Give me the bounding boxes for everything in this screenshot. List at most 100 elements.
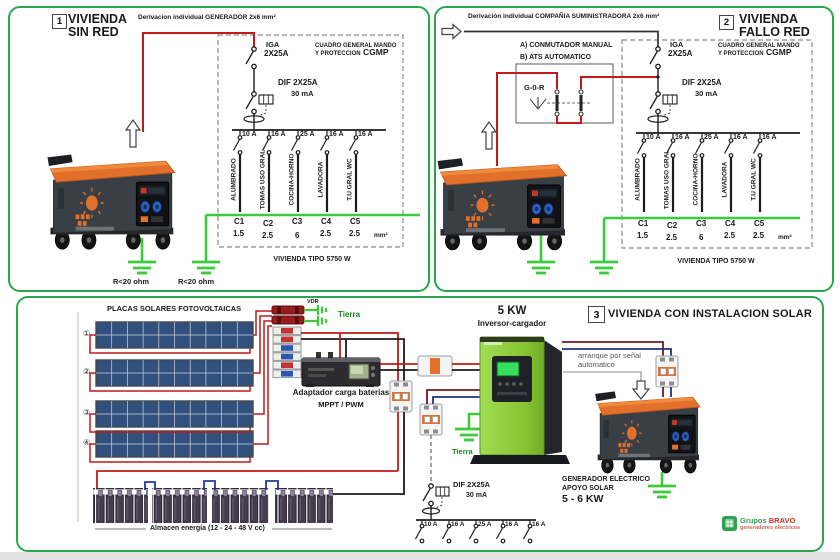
panel2-iga-rating: 2X25A — [668, 49, 693, 58]
panel2-breaker-3: 25 A — [704, 134, 719, 141]
panel1-earth-left: R<20 ohm — [113, 277, 150, 286]
panel1-circuit-id-2: C2 — [263, 219, 274, 228]
earth-inverter-label: Tierra — [452, 447, 473, 456]
generator3-line2: APOYO SOLAR — [562, 485, 614, 492]
panel2-house-rating: VIVIENDA TIPO 5750 W — [677, 258, 755, 265]
pv-string-1 — [95, 321, 254, 349]
panel1-dif-label: DIF 2X25A — [278, 78, 318, 87]
panel1-breaker-4: 16 A — [329, 131, 344, 138]
dc-fuses — [271, 305, 305, 379]
generator-1 — [46, 153, 176, 250]
panel1-circuit-id-3: C3 — [292, 217, 303, 226]
panel2-circuit-id-2: C2 — [667, 221, 678, 230]
panel1-section-3: 6 — [295, 231, 300, 240]
panel1-circuit-id-5: C5 — [350, 217, 361, 226]
panel2-breaker-2: 16 A — [675, 134, 690, 141]
panel1-feed-label: Derivacion individual GENERADOR 2x6 mm² — [138, 14, 276, 21]
pv-string-4 — [95, 430, 254, 458]
panel2-circuit-name-5: T.U GRAL WC — [750, 158, 758, 201]
panel2-section-1: 1.5 — [637, 231, 649, 240]
battery-bank — [93, 480, 333, 530]
pv-string-wires — [89, 310, 272, 463]
page-bottom-edge — [0, 552, 840, 560]
generator-feed-wires — [496, 72, 658, 166]
logo-tagline: generadores electricos — [740, 525, 801, 531]
panel2-section-2: 2.5 — [666, 233, 678, 242]
panel1-breaker-1: 10 A — [242, 131, 257, 138]
panel-vivienda-fallo-red — [434, 6, 834, 292]
pv-string-2 — [95, 359, 254, 387]
pv-string-number-2: ② — [83, 367, 91, 376]
panel1-breaker-3: 25 A — [300, 131, 315, 138]
charger-tech: MPPT / PWM — [318, 400, 364, 409]
logo-brand-green: Grupos — [740, 516, 767, 525]
panel2-circuit-id-5: C5 — [754, 219, 765, 228]
panel3-breaker-4: 16 A — [505, 521, 519, 528]
battery-label: Almacen energía (12 - 24 - 48 V cc) — [150, 525, 265, 532]
panel1-title-line1: VIVIENDA — [68, 12, 128, 26]
panel2-circuit-name-3: COCINA-HORNO — [692, 153, 700, 206]
panel2-feed-label: Derivación individual COMPAÑIA SUMINISTR… — [468, 13, 660, 20]
logo-brand-red: BRAVO — [768, 516, 796, 525]
panel2-section-4: 2.5 — [724, 231, 736, 240]
inverter — [470, 336, 570, 464]
charger-name: Adaptador carga baterias — [292, 388, 390, 397]
panel3-title: VIVIENDA CON INSTALACION SOLAR — [608, 308, 813, 320]
panel1-section-4: 2.5 — [320, 229, 332, 238]
panel2-breaker-4: 16 A — [733, 134, 748, 141]
generator3-power: 5 - 6 KW — [562, 493, 604, 505]
panel3-breaker-1: 10 A — [424, 521, 438, 528]
panel2-circuit-name-1: ALUMBRADO — [634, 158, 642, 201]
panel2-option-a: A) CONMUTADOR MANUAL — [520, 42, 613, 49]
brand-logo: ▦ Grupos BRAVO generadores electricos — [722, 516, 800, 531]
logo-grid-icon: ▦ — [722, 516, 737, 531]
panel2-circuit-name-2: TOMAS USO GRAL — [663, 149, 671, 210]
charge-controller — [301, 352, 381, 387]
generator-3 — [594, 390, 701, 474]
surge-arrester-earths — [304, 305, 328, 326]
panel1-section-1: 1.5 — [233, 229, 245, 238]
panel3-breaker-5: 16 A — [532, 521, 546, 528]
panel1-section-5: 2.5 — [349, 229, 361, 238]
panel2-section-5: 2.5 — [753, 231, 765, 240]
panel2-iga-label: IGA — [670, 40, 684, 49]
autostart-line2: automatico — [578, 360, 615, 369]
panel2-board-acronym: CGMP — [766, 47, 792, 57]
panel1-circuit-name-3: COCINA-HORNO — [288, 153, 296, 206]
panel2-number: 2 — [719, 15, 734, 30]
panel2-wiring — [436, 23, 813, 275]
panel3-dif-sensitivity: 30 mA — [466, 492, 488, 499]
panel1-circuit-name-2: TOMAS USO GRAL — [259, 149, 267, 210]
pv-string-number-4: ④ — [83, 438, 91, 447]
panel2-switch-positions: G-0-R — [524, 83, 545, 92]
panel1-breaker-2: 16 A — [271, 131, 286, 138]
panel2-dif-label: DIF 2X25A — [682, 78, 722, 87]
panel2-dif-sensitivity: 30 mA — [695, 89, 718, 98]
panel1-earth-right: R<20 ohm — [178, 277, 215, 286]
panel1-circuit-id-1: C1 — [234, 217, 245, 226]
panel1-house-rating: VIVIENDA TIPO 5750 W — [273, 256, 351, 263]
panel1-board-line2: Y PROTECCION — [315, 51, 361, 57]
panel1-circuit-name-4: LAVADORA — [317, 161, 325, 198]
panel2-circuit-id-4: C4 — [725, 219, 736, 228]
panel2-earth-wires — [539, 216, 800, 262]
pv-string-number-3: ③ — [83, 408, 91, 417]
panel3-dif-label: DIF 2X25A — [453, 480, 491, 489]
generator-2 — [436, 157, 568, 251]
panel3-number: 3 — [588, 306, 605, 323]
panel1-board-acronym: CGMP — [363, 47, 389, 57]
panel2-section-unit: mm² — [778, 234, 792, 241]
panel1-dif-sensitivity: 30 mA — [291, 89, 314, 98]
panel2-circuit-id-1: C1 — [638, 219, 649, 228]
panel2-breaker-5: 16 A — [762, 134, 777, 141]
panel2-board-line2: Y PROTECCION — [718, 51, 764, 57]
panel1-board-line1: CUADRO GENERAL MANDO — [315, 43, 397, 49]
generator-breaker — [655, 355, 679, 388]
panel1-iga-label: IGA — [266, 40, 280, 49]
vdr-label: VDR — [307, 299, 319, 305]
panel1-circuit-name-1: ALUMBRADO — [230, 158, 238, 201]
pv-string-number-1: ① — [83, 329, 91, 338]
autostart-line1: arranque por señal — [578, 351, 641, 360]
